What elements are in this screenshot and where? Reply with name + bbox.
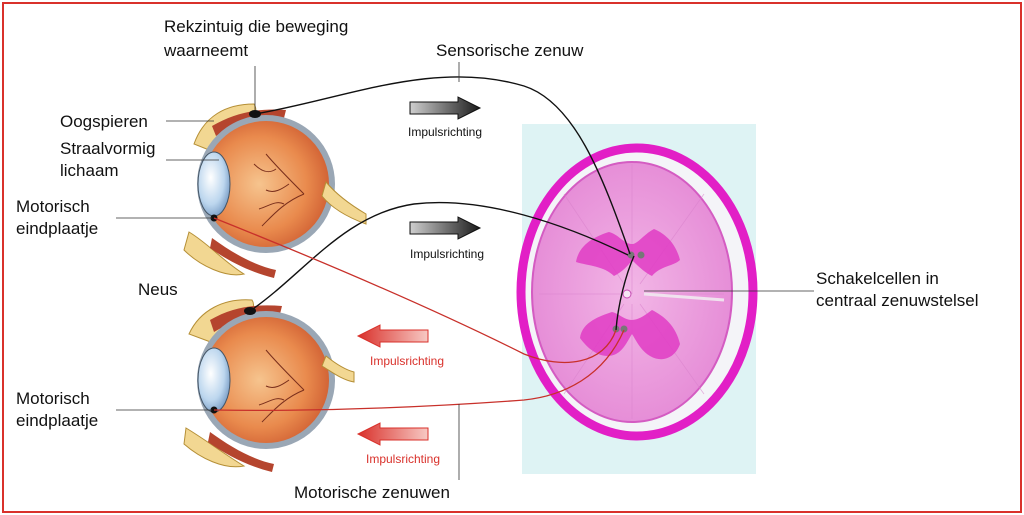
impuls-label-3: Impulsrichting (370, 354, 444, 368)
motorisch-label-2-line2: eindplaatje (16, 411, 98, 430)
motorisch-label-2-line1: Motorisch (16, 389, 90, 408)
impuls-arrow-2 (409, 216, 482, 240)
impuls-label-2: Impulsrichting (410, 247, 484, 261)
upper-lens (197, 151, 231, 217)
straalvormig-label-line2: lichaam (60, 161, 119, 180)
sensorische-zenuw-label: Sensorische zenuw (436, 41, 584, 60)
motorisch-label-1-line1: Motorisch (16, 197, 90, 216)
upper-optic-nerve (321, 180, 367, 225)
eye-muscle-bottom (210, 238, 276, 278)
straalvormig-label-line1: Straalvormig (60, 139, 155, 158)
impuls-label-1: Impulsrichting (408, 125, 482, 139)
gray-matter-upper (576, 229, 680, 276)
nerve-paths (213, 76, 635, 412)
neus-label: Neus (138, 280, 178, 299)
central-canal (622, 289, 632, 299)
motorisch-label-1-line2: eindplaatje (16, 219, 98, 238)
pointer-lines (116, 62, 814, 480)
lower-retina-vessels (258, 349, 305, 423)
gray-matter-lower (580, 310, 680, 360)
impuls-arrow-4 (356, 422, 429, 446)
impuls-arrow-1 (409, 96, 482, 120)
impuls-arrow-3 (356, 324, 429, 348)
lower-lens (197, 347, 231, 413)
motor-nerve-1 (213, 217, 617, 364)
sensory-nerve-1 (254, 76, 631, 255)
receptor-label-line1: Rekzintuig die beweging (164, 17, 348, 36)
lower-eyelid-tissue (183, 231, 246, 276)
impuls-label-4: Impulsrichting (366, 452, 440, 466)
schakelcellen-label-line1: Schakelcellen in (816, 269, 939, 288)
schakelcellen-label-line2: centraal zenuwstelsel (816, 291, 979, 310)
upper-eye (183, 103, 367, 278)
oogspieren-label: Oogspieren (60, 112, 148, 131)
motorische-zenuwen-label: Motorische zenuwen (294, 483, 450, 502)
lower-lower-lid-tissue (183, 427, 246, 468)
lower-eye-muscle-bottom (208, 432, 274, 472)
motor-nerve-2 (213, 329, 625, 412)
lower-eye (183, 299, 355, 472)
retina-vessels (253, 153, 305, 227)
lower-optic-nerve (321, 355, 355, 383)
interneuron-connector (615, 255, 635, 331)
receptor-label-line2: waarneemt (163, 41, 248, 60)
gray-strand (643, 292, 725, 302)
reflex-diagram: Rekzintuig die beweging waarneemt Oogspi… (16, 17, 979, 502)
spinal-cord-section (516, 124, 758, 474)
sensory-nerve-2 (249, 201, 629, 312)
